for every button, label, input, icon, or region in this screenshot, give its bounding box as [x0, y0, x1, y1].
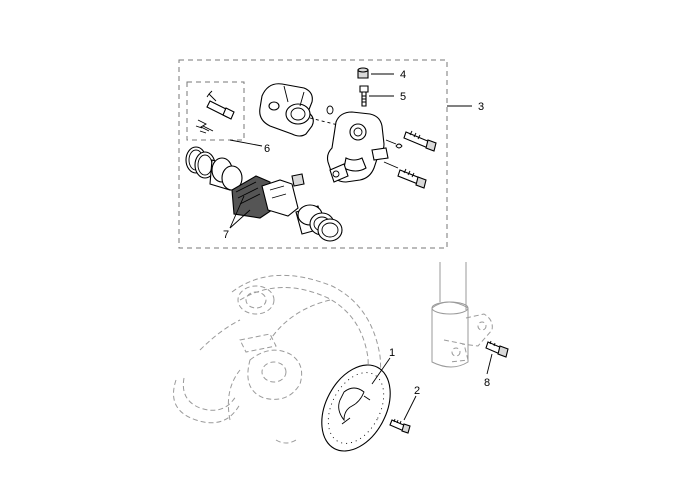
- callout-label-4: 4: [400, 69, 406, 81]
- callout-label-8: 8: [484, 377, 490, 389]
- callout-label-3: 3: [478, 101, 484, 113]
- caliper-assembly-outline: [178, 59, 448, 249]
- caliper-body: [326, 111, 403, 183]
- disc-bolt: [389, 418, 411, 434]
- caliper-bolt-kit: [195, 90, 235, 134]
- piston-seal-set-right: [295, 204, 343, 242]
- caliper-mounting-bolts: [397, 130, 437, 189]
- piston-seal-set-left: [185, 146, 243, 191]
- callout-label-2: 2: [414, 385, 420, 397]
- brake-disc: [321, 364, 391, 452]
- callout-label-1: 1: [389, 347, 395, 359]
- caliper-mounting-bolt: [485, 340, 509, 358]
- caliper-assembly-group: [178, 59, 448, 249]
- front-fork-ghost: [431, 262, 493, 368]
- brake-pads: [231, 173, 305, 219]
- callout-label-6: 6: [264, 143, 270, 155]
- callout-label-7: 7: [223, 229, 229, 241]
- callout-label-5: 5: [400, 91, 406, 103]
- bleed-cap: [357, 67, 369, 79]
- leader-lines: [229, 73, 493, 421]
- caliper-bracket: [259, 83, 351, 137]
- bleed-screw: [359, 85, 369, 107]
- bolt-kit-outline: [186, 81, 245, 141]
- callout-numbers: 4 5 3 6 7 1 2 8: [223, 69, 490, 397]
